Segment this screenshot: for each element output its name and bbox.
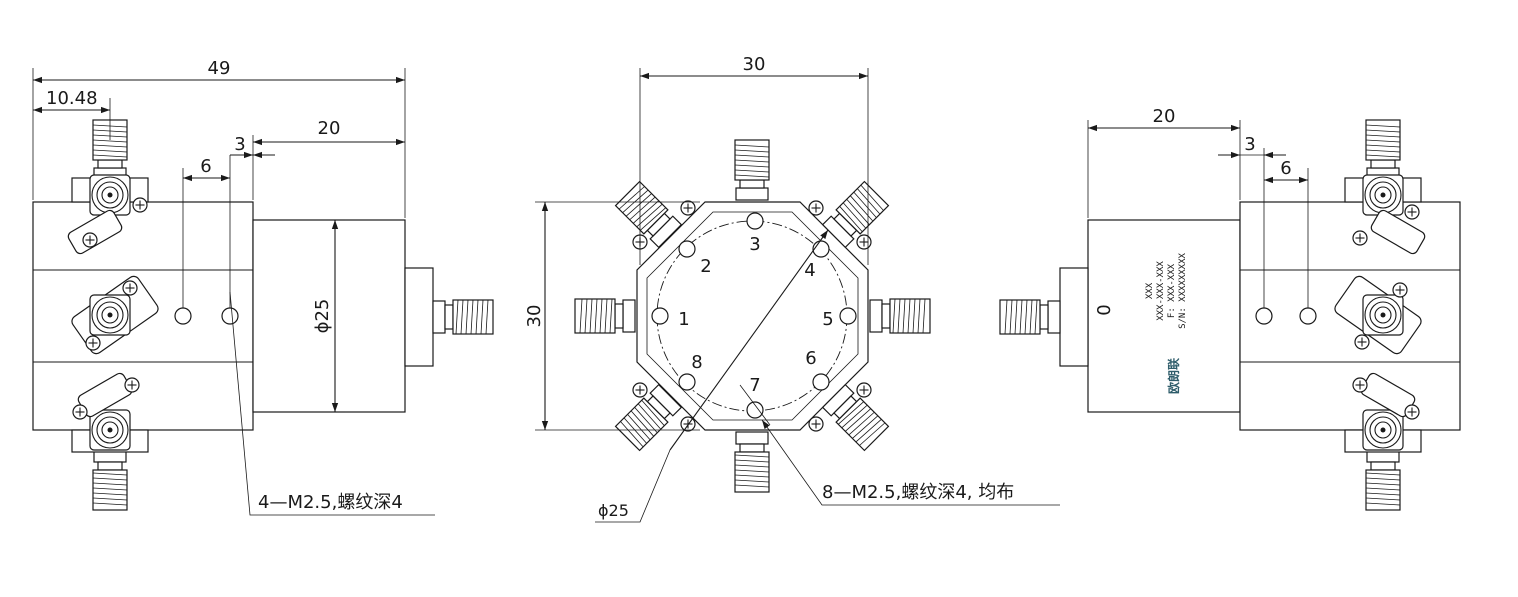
right-connector-top bbox=[1344, 119, 1426, 255]
center-connector-bottom bbox=[734, 431, 770, 493]
label-line-2: XXX-XXX-XXX bbox=[1156, 261, 1166, 321]
dim-3-label: 3 bbox=[234, 134, 245, 155]
left-callout-text: 4—M2.5,螺纹深4 bbox=[258, 492, 403, 513]
product-label: XXX XXX-XXX-XXX F: XXX-XXX S/N: XXXXXXXX… bbox=[1145, 252, 1188, 394]
dim-diameter-label: ϕ25 bbox=[312, 299, 333, 334]
port-label-1: 1 bbox=[678, 309, 689, 330]
center-connector-top bbox=[734, 139, 770, 201]
left-connector-middle bbox=[71, 275, 159, 355]
dim-30-width-label: 30 bbox=[743, 54, 766, 75]
hole-2 bbox=[678, 240, 696, 258]
center-connector-left bbox=[574, 298, 636, 334]
hole-6 bbox=[812, 373, 830, 391]
left-connector-top bbox=[67, 119, 149, 255]
dim-20-label: 20 bbox=[318, 118, 341, 139]
port-label-6: 6 bbox=[805, 348, 816, 369]
brand-logo: 欧朗联 bbox=[1166, 358, 1181, 394]
label-line-3: F: XXX-XXX bbox=[1167, 263, 1177, 318]
center-connector-right bbox=[869, 298, 931, 334]
right-mount-hole-2 bbox=[1299, 307, 1317, 325]
right-connector-middle bbox=[1334, 275, 1422, 355]
right-dim-20-label: 20 bbox=[1153, 106, 1176, 127]
dim-30-height-label: 30 bbox=[524, 305, 545, 328]
port-label-5: 5 bbox=[822, 309, 833, 330]
port-label-2: 2 bbox=[700, 256, 711, 277]
center-view: 1 2 3 4 5 6 7 8 30 30 ϕ25 8—M2.5,螺纹深4, 均… bbox=[524, 54, 1060, 523]
port-label-3: 3 bbox=[749, 234, 760, 255]
label-line-4: S/N: XXXXXXXXX bbox=[1178, 252, 1188, 328]
dim-49-label: 49 bbox=[208, 58, 231, 79]
left-mount-hole-2 bbox=[221, 307, 239, 325]
left-callout-leader bbox=[229, 291, 435, 516]
port-label-4: 4 bbox=[804, 260, 815, 281]
hole-5 bbox=[839, 307, 857, 325]
right-connector-bottom bbox=[1344, 372, 1422, 511]
left-connector-bottom bbox=[71, 372, 149, 511]
right-dim-3-label: 3 bbox=[1244, 134, 1255, 155]
hole-8 bbox=[678, 373, 696, 391]
right-port-label: 0 bbox=[1094, 304, 1115, 315]
hole-1 bbox=[651, 307, 669, 325]
port-label-8: 8 bbox=[691, 352, 702, 373]
label-line-1: XXX bbox=[1145, 282, 1155, 299]
left-view: 49 10.48 20 6 3 ϕ25 4—M2.5,螺纹深4 bbox=[32, 58, 494, 516]
dim-6-label: 6 bbox=[200, 156, 211, 177]
hole-4 bbox=[812, 240, 830, 258]
left-mount-hole-1 bbox=[174, 307, 192, 325]
hole-3 bbox=[746, 212, 764, 230]
port-label-7: 7 bbox=[749, 375, 760, 396]
right-dim-6-label: 6 bbox=[1280, 158, 1291, 179]
dim-10-48-label: 10.48 bbox=[46, 88, 98, 109]
right-mount-hole-1 bbox=[1255, 307, 1273, 325]
center-diameter-label: ϕ25 bbox=[598, 501, 629, 520]
right-view: 0 XXX XXX-XXX-XXX F: XXX-XXX S/N: XXXXXX… bbox=[999, 106, 1461, 511]
hole-7 bbox=[746, 401, 764, 419]
center-callout-text: 8—M2.5,螺纹深4, 均布 bbox=[822, 482, 1014, 503]
